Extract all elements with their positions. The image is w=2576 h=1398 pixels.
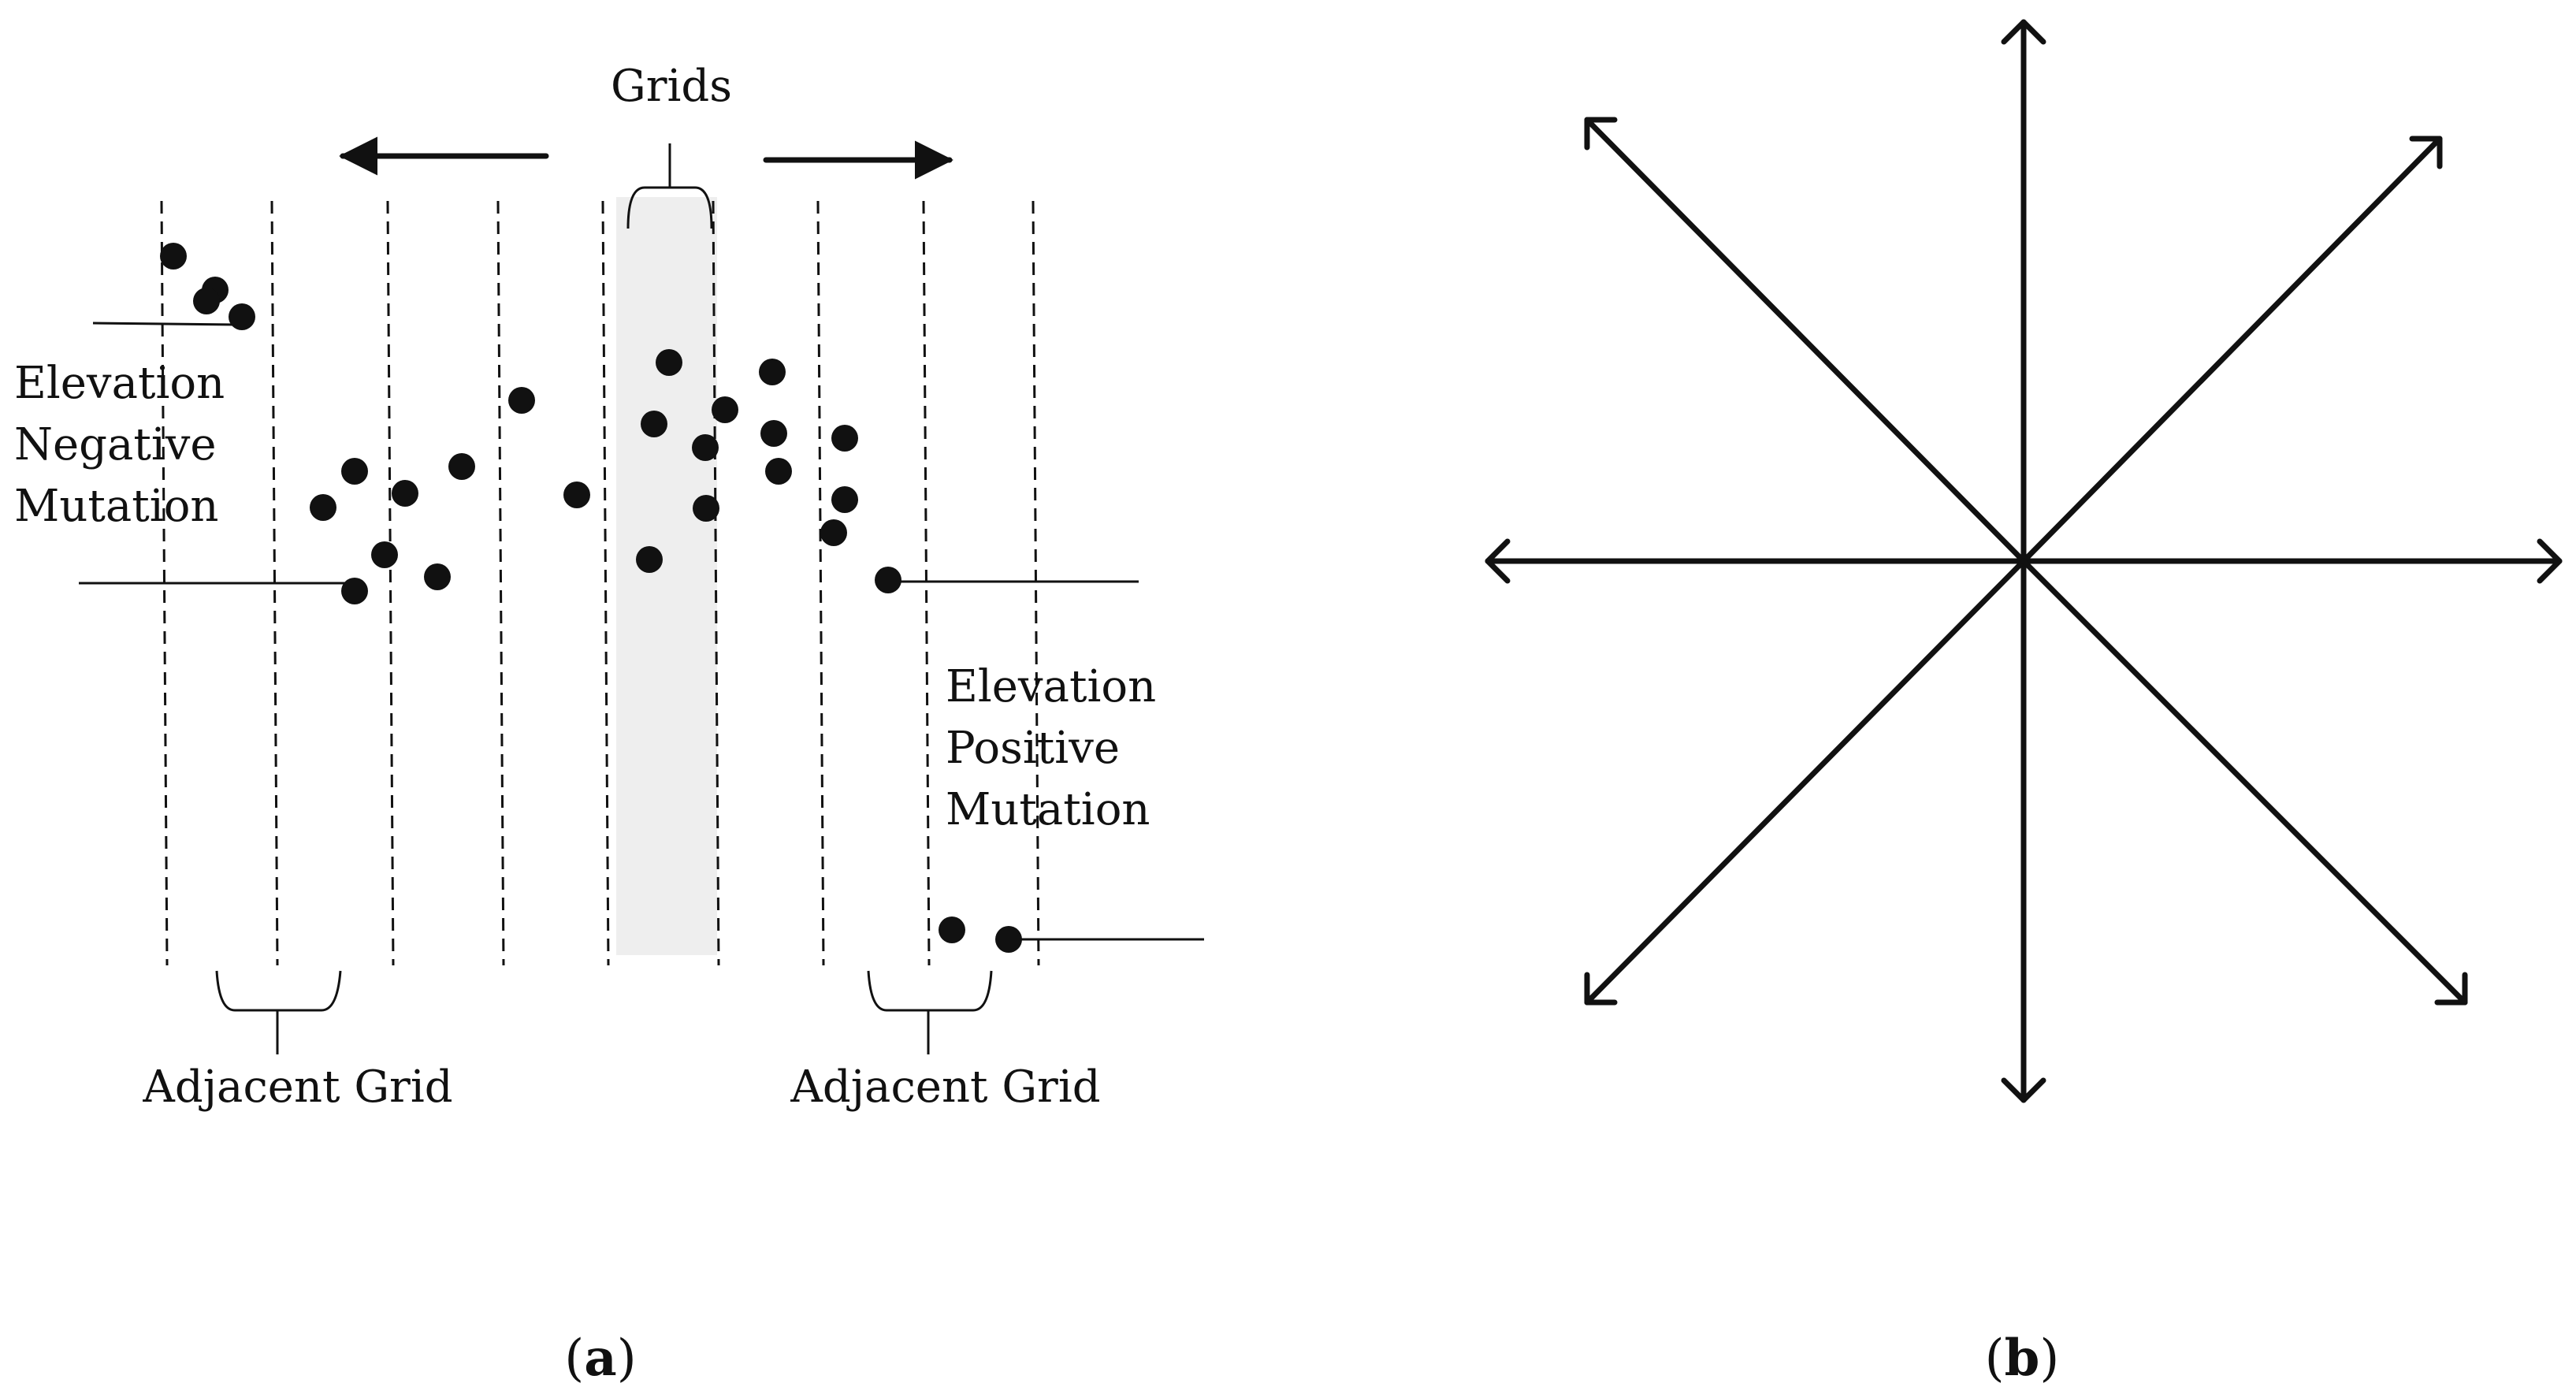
grid-boundaries [160, 200, 1040, 966]
grid-line [601, 200, 610, 966]
panel-b-caption: (b) [1985, 1329, 2060, 1388]
adjacent-grid-right-bracket [867, 970, 993, 1054]
positive-mutation-line-2: Positive [946, 723, 1120, 774]
negative-mutation-label: Elevation Negative Mutation [14, 358, 239, 532]
arrow-north-head [2001, 19, 2046, 45]
caption-b-letter: b [2005, 1329, 2040, 1388]
data-point [765, 458, 792, 485]
data-point [875, 567, 901, 593]
data-point [641, 411, 667, 437]
data-point [693, 495, 719, 522]
positive-mutation-line-3: Mutation [946, 784, 1150, 835]
data-point [760, 420, 787, 447]
arrow-north-east [2020, 136, 2443, 564]
data-point [392, 480, 418, 507]
arrow-west-head [1485, 538, 1511, 584]
data-point [341, 578, 368, 604]
grids-bracket [626, 143, 713, 229]
data-point [424, 563, 451, 590]
data-point [636, 546, 663, 573]
negative-mutation-line-2: Negative [14, 419, 217, 470]
grid-line [496, 200, 505, 966]
panel-a: Grids [14, 61, 1204, 1388]
data-point [759, 359, 786, 385]
arrow-north-east-head [2409, 136, 2443, 169]
data-point [508, 387, 535, 414]
point-cloud [160, 243, 1022, 953]
adjacent-grid-left-bracket [215, 970, 342, 1054]
grid-line [712, 200, 720, 966]
caption-b-close: ) [2039, 1329, 2059, 1388]
negative-mutation-line-1: Elevation [14, 358, 225, 409]
grids-label: Grids [611, 61, 732, 112]
data-point [193, 288, 220, 314]
caption-a-letter: a [584, 1329, 616, 1388]
data-point [995, 926, 1022, 953]
positive-mutation-label: Elevation Positive Mutation [946, 661, 1170, 835]
arrow-south-east [2020, 558, 2468, 1006]
data-point [160, 243, 187, 270]
arrow-south-head [2001, 1077, 2046, 1103]
arrow-north-west-head [1584, 117, 1618, 151]
highlighted-grid-column [616, 197, 717, 955]
data-point [712, 396, 738, 423]
data-point [831, 486, 858, 513]
grid-line [270, 200, 279, 966]
caption-a-close: ) [617, 1329, 637, 1388]
arrow-south-west-head [1584, 972, 1618, 1006]
caption-b-open: ( [1985, 1329, 2005, 1388]
data-point [229, 303, 255, 330]
data-point [563, 481, 590, 508]
data-point [341, 458, 368, 485]
negative-mutation-upper-line [92, 322, 237, 326]
data-point [820, 519, 847, 546]
grid-line [922, 200, 931, 966]
grid-line [816, 200, 825, 966]
data-point [310, 494, 336, 521]
grid-line [160, 200, 169, 966]
data-point [371, 541, 398, 568]
data-point [692, 434, 719, 461]
arrow-south-east-head [2434, 972, 2468, 1006]
data-point [831, 425, 858, 452]
positive-mutation-line-1: Elevation [946, 661, 1156, 712]
data-point [939, 917, 965, 943]
caption-a-open: ( [564, 1329, 584, 1388]
adjacent-grid-right-label: Adjacent Grid [790, 1062, 1100, 1113]
grid-line [1032, 200, 1040, 966]
negative-mutation-line-3: Mutation [14, 481, 219, 532]
data-point [656, 349, 682, 376]
panel-a-caption: (a) [564, 1329, 636, 1388]
arrow-north-west [1584, 117, 2027, 564]
adjacent-grid-left-label: Adjacent Grid [142, 1062, 452, 1113]
grid-line [386, 200, 395, 966]
arrow-east-head [2537, 538, 2563, 584]
data-point [448, 453, 475, 480]
panel-b: (b) [1485, 19, 2563, 1388]
arrow-south-west [1584, 558, 2027, 1006]
